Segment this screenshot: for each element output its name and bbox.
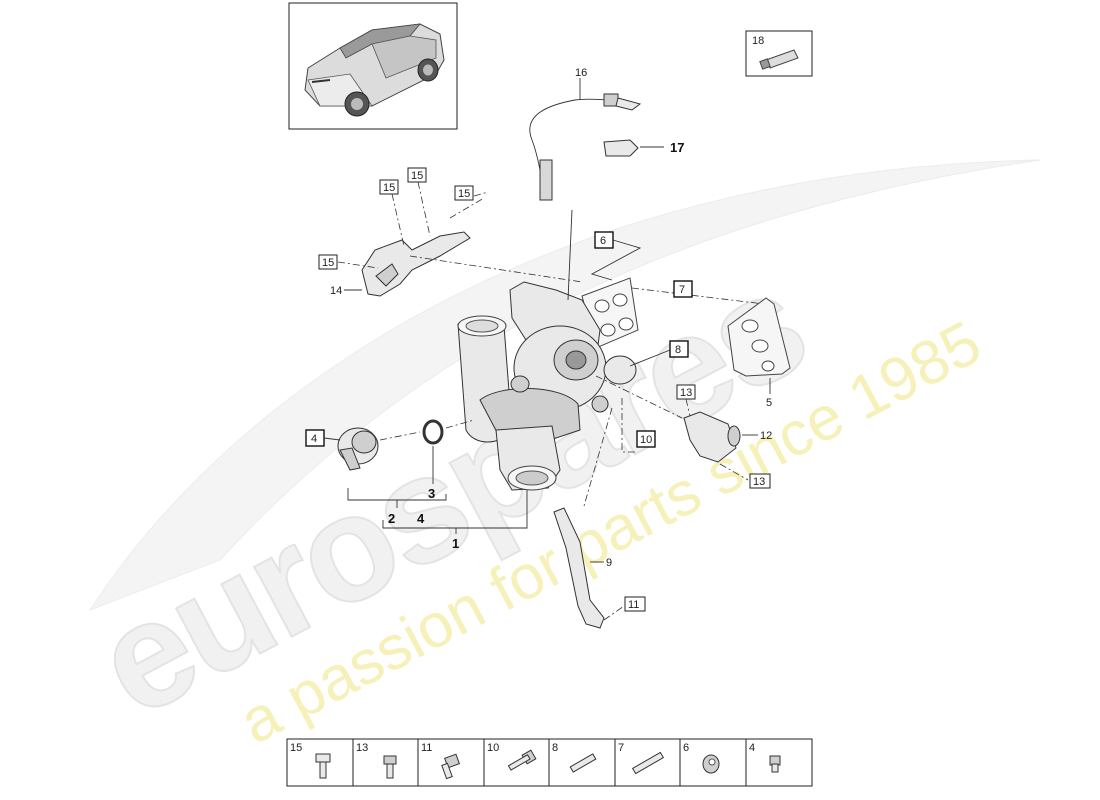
stud-bolt-icon	[569, 753, 597, 773]
strip-label-4: 4	[749, 742, 755, 754]
callout-7-label: 7	[679, 284, 685, 296]
strip-label-13: 13	[356, 742, 368, 754]
callout-15b-label: 15	[411, 170, 423, 182]
callout-box-15c	[454, 185, 474, 201]
manifold-gasket	[727, 297, 791, 377]
callout-3-label: 3	[428, 486, 435, 501]
hex-bolt-icon	[383, 755, 397, 779]
callout-14-label: 14	[330, 285, 342, 297]
oil-return-pipe	[553, 507, 605, 629]
callout-4b-label: 4	[417, 511, 425, 526]
sensor-bracket	[603, 139, 664, 157]
callout-8-label: 8	[675, 344, 681, 356]
callout-1-label: 1	[452, 536, 459, 551]
coolant-union	[683, 411, 741, 463]
strip-label-6: 6	[683, 742, 689, 754]
callout-12-label: 12	[760, 430, 772, 442]
callout-15c-label: 15	[458, 188, 470, 200]
callout-box-15b	[407, 167, 427, 183]
callout-13b-label: 13	[753, 476, 765, 488]
vehicle-thumbnail	[288, 2, 458, 130]
hardware-strip: 15 13 11 10 8 7 6 4	[286, 738, 813, 787]
strip-label-11: 11	[421, 742, 432, 754]
callout-10-label: 10	[640, 434, 652, 446]
car-icon	[304, 23, 445, 117]
callout-2-label: 2	[388, 511, 395, 526]
callout-15d-label: 15	[322, 257, 334, 269]
turbocharger	[457, 281, 637, 491]
callout-4-label: 4	[311, 433, 317, 445]
callout-6-label: 6	[600, 235, 606, 247]
hex-nut-icon	[702, 754, 720, 774]
callout-box-11	[624, 596, 646, 612]
banjo-bolt-icon	[441, 753, 460, 780]
callout-9-label: 9	[606, 557, 612, 569]
screw-icon	[769, 755, 781, 773]
callout-18-label: 18	[752, 35, 764, 47]
flange-bolt-icon	[315, 753, 331, 779]
callout-15a-label: 15	[383, 182, 395, 194]
callout-box-15a	[379, 179, 399, 195]
callout-16-label: 16	[575, 67, 587, 79]
callout-box-13b	[749, 473, 771, 489]
callout-box-15d	[318, 254, 338, 270]
callout-13a-label: 13	[680, 387, 692, 399]
callout-11-label: 11	[628, 599, 639, 611]
strip-label-15: 15	[290, 742, 302, 754]
diverter-valve	[337, 427, 379, 471]
callout-box-18: 18	[745, 30, 813, 77]
long-bolt-icon	[507, 749, 537, 771]
callout-5-label: 5	[766, 397, 772, 409]
sealant-tube-icon	[759, 49, 799, 70]
callout-box-7	[673, 280, 693, 298]
callout-17-label: 17	[670, 140, 684, 155]
seal-ring	[422, 419, 444, 445]
stud-bolt-long-icon	[631, 751, 665, 775]
callout-box-8	[669, 340, 689, 358]
strip-label-7: 7	[618, 742, 624, 754]
strip-label-10: 10	[487, 742, 499, 754]
strip-label-8: 8	[552, 742, 558, 754]
heat-shield	[361, 231, 471, 297]
oxygen-sensor	[529, 93, 642, 201]
callout-box-10	[636, 430, 656, 448]
